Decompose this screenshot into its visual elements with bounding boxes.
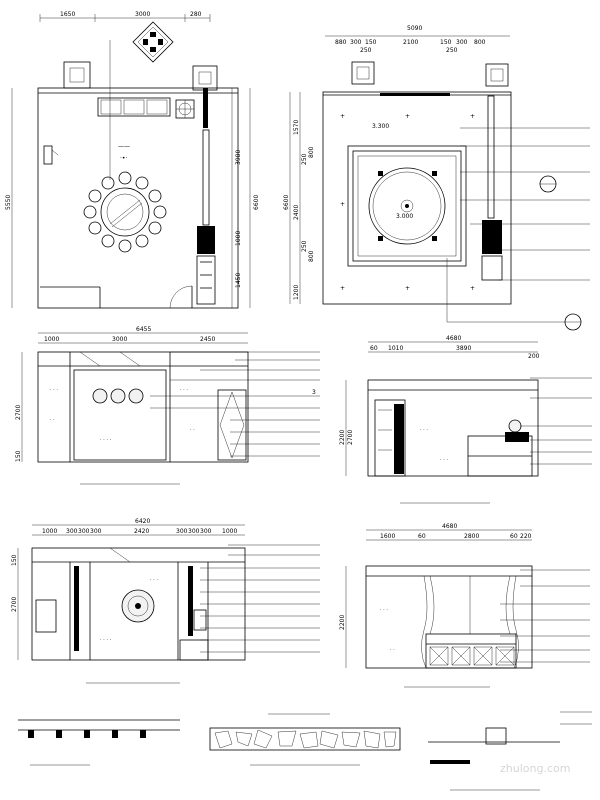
elev-c-dim-9: 1000: [222, 528, 237, 535]
elev-a-dim-3: 2450: [200, 336, 215, 343]
elev-d-dim-1: 1600: [380, 533, 395, 540]
detail-section-2: [209, 713, 401, 766]
elev-a-dim-left-2: 150: [15, 450, 22, 462]
svg-text:·•·: ·•·: [120, 155, 127, 162]
svg-text:. . .: . . .: [180, 386, 188, 392]
svg-text:. . . .: . . . .: [100, 636, 112, 642]
svg-text:. .: . .: [50, 416, 55, 422]
ceiling-dim-left-3: 1200: [293, 285, 300, 300]
elev-d-dim-total: 4680: [442, 523, 457, 530]
elev-b-dim-3: 3890: [456, 345, 471, 352]
elev-c-dim-7: 300: [188, 528, 200, 535]
elev-c-dim-4: 300: [90, 528, 102, 535]
dim-right-1: 3980: [235, 150, 242, 165]
ceiling-dim-left-1: 1570: [293, 120, 300, 135]
elev-b-dim-total: 4680: [446, 335, 461, 342]
elev-c-dim-6: 300: [176, 528, 188, 535]
dim-top-3: 280: [190, 11, 202, 18]
elev-d-dim-3: 2800: [464, 533, 479, 540]
elev-c-dim-2: 300: [66, 528, 78, 535]
elev-c-dim-3: 300: [78, 528, 90, 535]
elev-a-dim-2: 3000: [112, 336, 127, 343]
dim-top-1: 1650: [60, 11, 75, 18]
elevation-d: 4680 1600 60 2800 60 220 . . . . . 2: [339, 523, 590, 688]
ceiling-tag-2: 3.000: [396, 213, 413, 220]
elev-c-dim-left: 2700: [11, 597, 18, 612]
elevation-a: 6455 1000 3000 2450 . . . . . . . . . . …: [15, 326, 320, 485]
elev-d-dim-2: 60: [418, 533, 426, 540]
ceiling-plan: 5090 880 300 150 2100 150 300 800 250 25…: [283, 25, 590, 331]
elev-b-dim-2: 1010: [388, 345, 403, 352]
floor-plan: 1650 3000 280 —— ·•·: [5, 11, 260, 309]
ceiling-tag-1: 3.300: [372, 123, 389, 130]
elev-b-dim-left: 2200: [339, 430, 346, 445]
ceiling-dim-3: 150: [365, 39, 377, 46]
elev-d-dim-4: 60: [510, 533, 518, 540]
elev-b-dim-left-2: 2700: [347, 430, 354, 445]
svg-text:+: +: [470, 113, 475, 120]
ceiling-dim-5: 150: [440, 39, 452, 46]
svg-text:——: ——: [118, 143, 130, 150]
dim-right-2: 1000: [235, 231, 242, 246]
ceiling-dim-7: 800: [474, 39, 486, 46]
elev-a-dim-1: 1000: [44, 336, 59, 343]
ceiling-dim-overall: 6600: [283, 195, 290, 210]
elev-a-dim-mark: 3: [312, 389, 316, 396]
ceiling-dim-small-1: 250: [301, 153, 308, 165]
elev-b-dim-mark: 200: [528, 353, 540, 360]
watermark: zhulong.com: [500, 762, 570, 775]
ceiling-dim-small-2: 800: [308, 146, 315, 158]
dim-right-3: 1450: [235, 273, 242, 288]
svg-text:. . .: . . .: [380, 606, 388, 612]
ceiling-dim-sub-2: 250: [446, 47, 458, 54]
elev-c-dim-left-2: 150: [11, 554, 18, 566]
elev-c-dim-total: 6420: [135, 518, 150, 525]
elev-d-dim-5: 220: [520, 533, 532, 540]
dim-left: 5550: [5, 195, 12, 210]
svg-text:. .: . .: [190, 426, 195, 432]
svg-text:+: +: [405, 285, 410, 292]
svg-text:+: +: [340, 201, 345, 208]
ceiling-dim-small-3: 250: [301, 240, 308, 252]
elev-c-dim-1: 1000: [42, 528, 57, 535]
ceiling-dim-6: 300: [456, 39, 468, 46]
ceiling-dim-sub-1: 250: [360, 47, 372, 54]
svg-text:+: +: [340, 113, 345, 120]
svg-text:+: +: [405, 113, 410, 120]
elevation-b: 4680 60 1010 3890 200 . . . . . . 2200 2…: [339, 335, 592, 504]
dining-table: [83, 171, 167, 253]
svg-text:. . .: . . .: [150, 576, 158, 582]
elev-b-dim-1: 60: [370, 345, 378, 352]
svg-text:. . .: . . .: [50, 386, 58, 392]
index-diamond-symbol: [132, 21, 174, 63]
detail-section-3: [428, 711, 592, 791]
elev-d-dim-left: 2200: [339, 615, 346, 630]
svg-text:. . .: . . .: [440, 456, 448, 462]
elevation-c: 6420 1000 300 300 300 2420 300 300 300 1…: [11, 518, 320, 684]
ceiling-dim-1: 880: [335, 39, 347, 46]
svg-text:. . . .: . . . .: [100, 436, 112, 442]
dim-top-2: 3000: [135, 11, 150, 18]
elev-c-dim-5: 2420: [134, 528, 149, 535]
svg-text:. .: . .: [390, 646, 395, 652]
svg-text:+: +: [470, 285, 475, 292]
ceiling-dim-left-2: 2400: [293, 205, 300, 220]
svg-text:. . .: . . .: [420, 426, 428, 432]
elev-a-dim-left: 2700: [15, 405, 22, 420]
dim-overall: 6600: [253, 195, 260, 210]
ceiling-dim-4: 2100: [403, 39, 418, 46]
svg-text:+: +: [340, 285, 345, 292]
elev-a-dim-total: 6455: [136, 326, 151, 333]
detail-section-1: [18, 719, 180, 766]
ceiling-dim-small-4: 800: [308, 250, 315, 262]
watermark-text: zhulong.com: [500, 762, 570, 775]
ceiling-dim-total: 5090: [407, 25, 422, 32]
ceiling-dim-2: 300: [350, 39, 362, 46]
elev-c-dim-8: 300: [200, 528, 212, 535]
